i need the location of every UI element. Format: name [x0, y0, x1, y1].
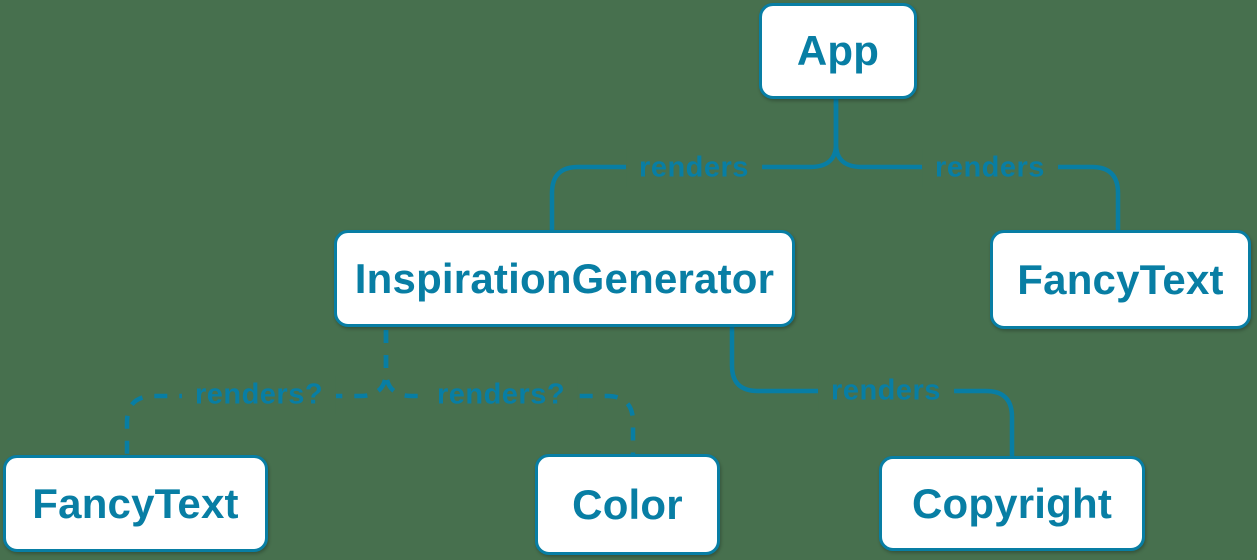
- node-app: App: [759, 3, 917, 99]
- node-fancytext-top: FancyText: [990, 230, 1251, 329]
- node-copyright: Copyright: [879, 456, 1145, 551]
- node-inspirationgenerator: InspirationGenerator: [334, 230, 795, 327]
- edge-label-renders-ig-copyright: renders: [818, 371, 954, 411]
- node-copyright-label: Copyright: [911, 479, 1113, 527]
- node-fancytext-bottom-label: FancyText: [32, 479, 239, 527]
- edge-label-renders-ig-color: renders?: [423, 375, 579, 415]
- edge-label-renders-ig-fancytext: renders?: [181, 375, 337, 415]
- node-color-label: Color: [572, 480, 683, 528]
- edge-label-renders-app-fancytext: renders: [922, 148, 1058, 188]
- edge-label-renders-app-ig: renders: [626, 148, 762, 188]
- node-fancytext-bottom: FancyText: [3, 455, 268, 552]
- node-color: Color: [535, 454, 720, 555]
- node-inspirationgenerator-label: InspirationGenerator: [354, 254, 775, 302]
- node-fancytext-top-label: FancyText: [1017, 255, 1224, 303]
- node-app-label: App: [796, 27, 880, 74]
